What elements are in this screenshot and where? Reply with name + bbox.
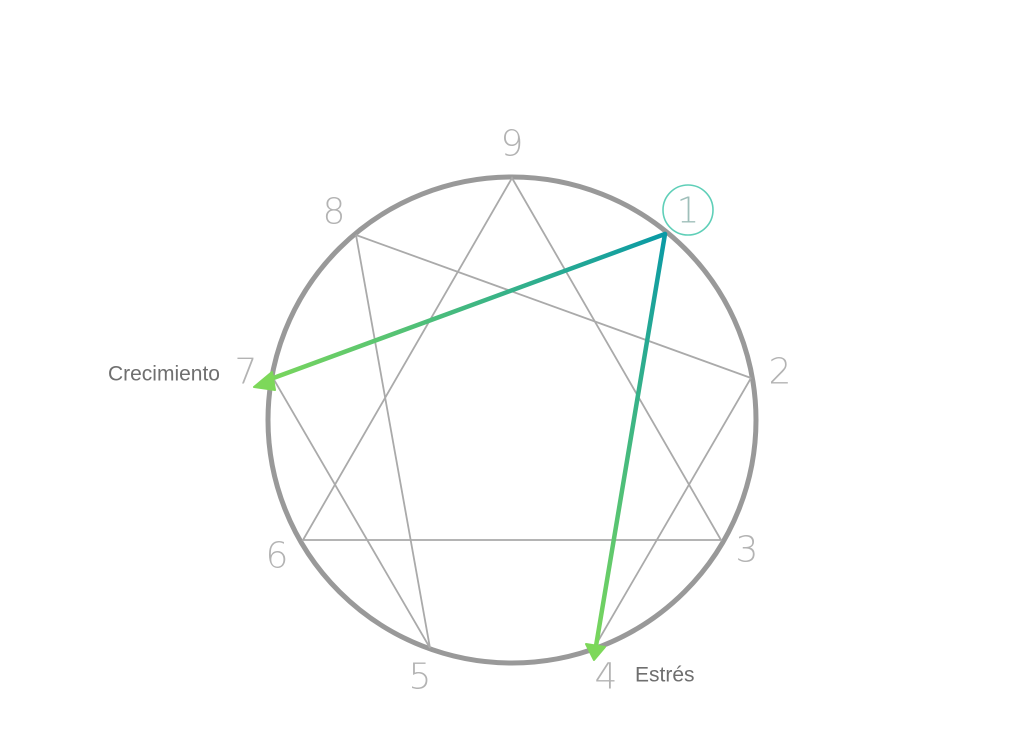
point-1-label: 1 [677,191,700,232]
point-3-label: 3 [736,530,759,571]
line-4-2 [593,377,752,649]
line-8-5 [355,234,431,649]
point-5-label: 5 [409,657,432,698]
enneagram-circle [265,174,759,666]
stress-arrowhead [585,643,606,661]
stress-label: Estrés [635,664,695,687]
hexad-lines [272,234,752,649]
highlight-ring-1 [662,184,714,236]
point-4-label: 4 [595,657,618,698]
line-5-7 [272,377,431,649]
point-8-label: 8 [323,192,346,233]
point-7-label: 7 [235,352,258,393]
growth-arrowhead [253,371,276,391]
point-2-label: 2 [769,352,792,393]
triangle-9-3-6 [301,176,723,541]
stress-arrow-line [593,231,668,649]
point-9-label: 9 [501,124,524,165]
growth-arrow-line [265,231,668,383]
point-6-label: 6 [266,536,289,577]
line-2-8 [355,234,752,379]
point-numbers: 9 1 2 3 4 5 6 7 8 [235,124,792,698]
growth-label: Crecimiento [108,363,220,386]
